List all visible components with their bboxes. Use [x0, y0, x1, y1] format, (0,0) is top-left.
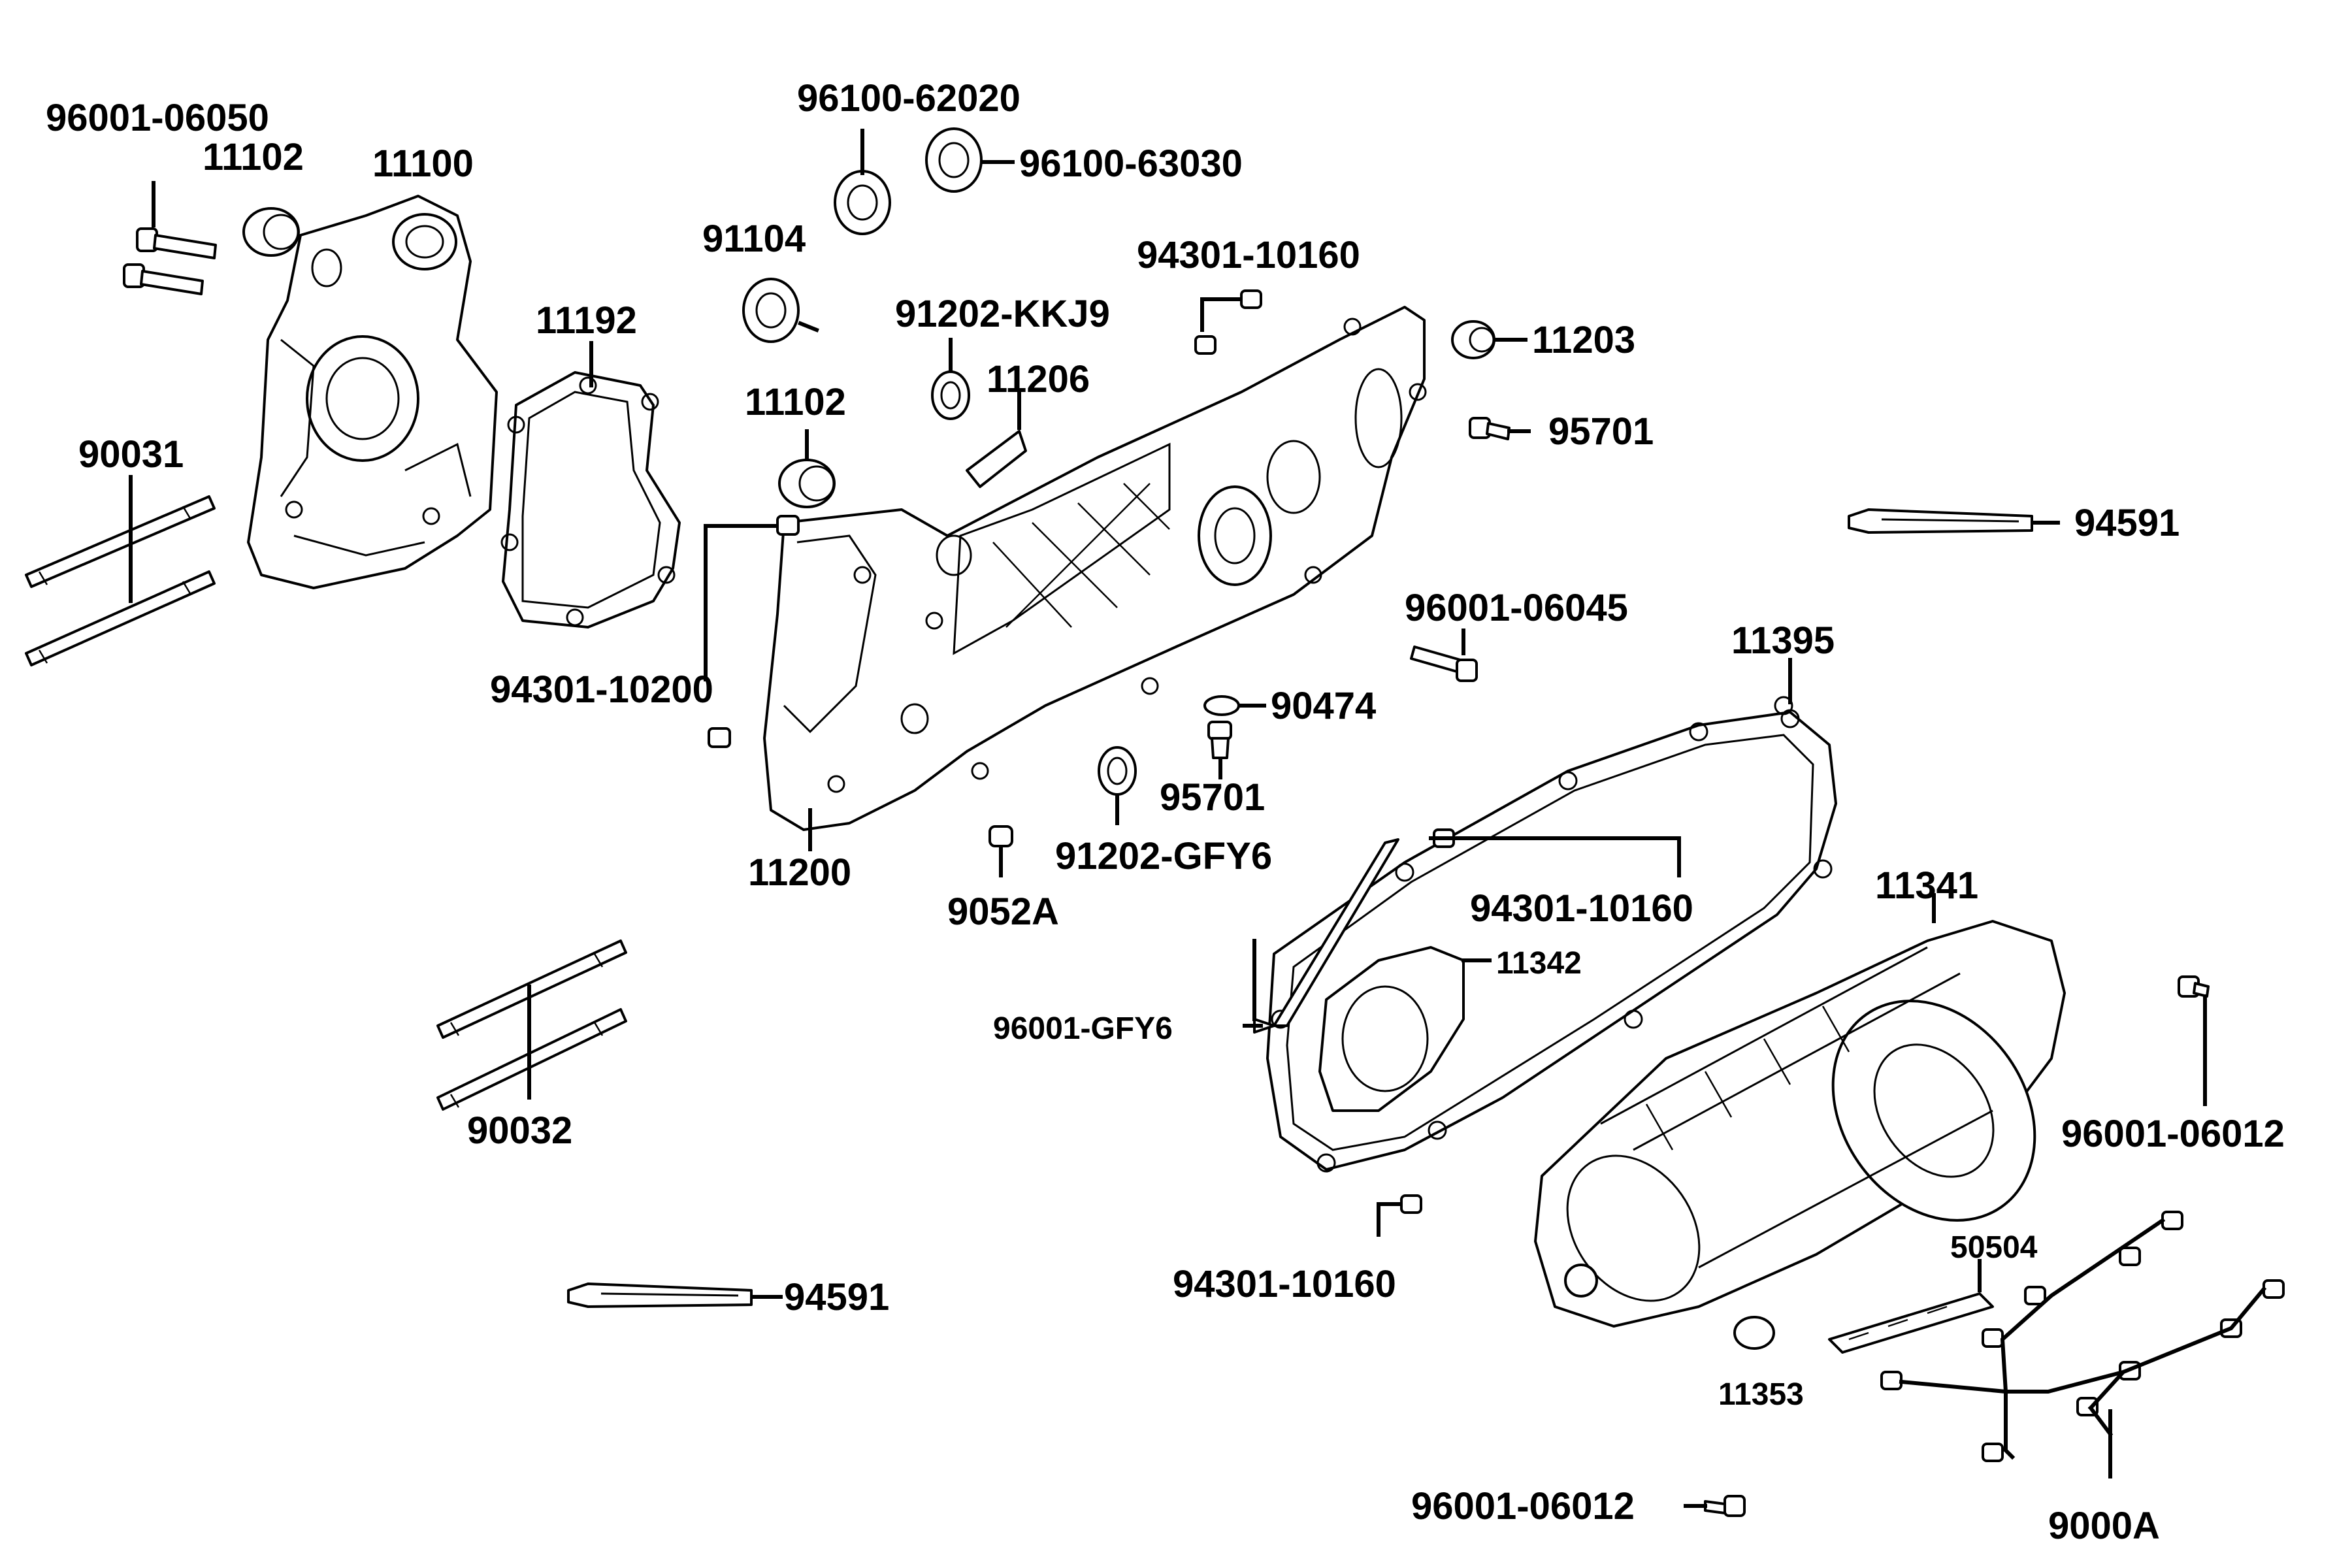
- bushing-11203: [1451, 320, 1527, 359]
- cover-plate-11342: [1318, 946, 1492, 1112]
- label-11206: 11206: [987, 358, 1090, 400]
- washer-90474: [1203, 695, 1266, 716]
- dowel-pin-94301-10160-middle: [1429, 828, 1681, 877]
- label-96100-62020: 96100-62020: [797, 77, 1021, 120]
- bolt-set-9000a: [1880, 1211, 2285, 1478]
- oil-seal-91202-gfy6: [1098, 746, 1137, 825]
- label-96001-06045: 96001-06045: [1405, 587, 1628, 629]
- bolt-96001-gfy6: [1243, 838, 1399, 1034]
- label-91202-kkj9: 91202-KKJ9: [895, 293, 1110, 335]
- label-94301-10200: 94301-10200: [490, 668, 713, 711]
- bolt-95701-lower: [1207, 721, 1232, 779]
- label-11102-center: 11102: [745, 381, 846, 423]
- label-94591-left: 94591: [784, 1276, 889, 1318]
- dowel-pin-94301-10200: [704, 515, 800, 748]
- stud-90031: [25, 475, 216, 666]
- label-11395: 11395: [1731, 619, 1835, 662]
- label-9000a: 9000A: [2048, 1505, 2160, 1547]
- label-11102-upper: 11102: [203, 136, 304, 178]
- bearing-96100-63030: [925, 127, 1015, 193]
- label-11353: 11353: [1718, 1377, 1804, 1412]
- label-11200: 11200: [748, 851, 851, 894]
- gasket-11192: [500, 341, 681, 629]
- bolt-96001-06012-right: [2178, 975, 2210, 1106]
- label-90474: 90474: [1271, 685, 1376, 727]
- label-11100: 11100: [372, 142, 474, 185]
- bracket-50504: [1828, 1259, 1994, 1354]
- label-9052a: 9052A: [947, 890, 1059, 933]
- oil-seal-91202-kkj9: [931, 338, 970, 420]
- bushing-11102-center: [778, 429, 836, 508]
- label-90031: 90031: [78, 433, 184, 476]
- label-90032: 90032: [467, 1109, 572, 1152]
- dowel-pin-94301-10160-top: [1194, 289, 1262, 355]
- label-94301-10160-lower: 94301-10160: [1173, 1263, 1396, 1305]
- label-96001-gfy6: 96001-GFY6: [993, 1011, 1173, 1046]
- bolt-96001-06045: [1410, 629, 1478, 682]
- label-50504: 50504: [1950, 1230, 2038, 1265]
- bearing-96100-62020: [834, 129, 891, 235]
- label-96001-06012-right: 96001-06012: [2061, 1113, 2285, 1155]
- transmission-cover-11341: [1534, 893, 2066, 1328]
- label-95701-top: 95701: [1548, 410, 1654, 453]
- bolt-94591-left: [567, 1282, 783, 1308]
- bolt-96001-06050: [123, 181, 217, 295]
- stud-90032: [436, 939, 627, 1111]
- label-11342: 11342: [1496, 946, 1582, 981]
- label-11192: 11192: [536, 299, 637, 342]
- label-96001-06012-bottom: 96001-06012: [1411, 1485, 1635, 1527]
- cap-11353: [1733, 1316, 1775, 1350]
- label-11341: 11341: [1875, 864, 1978, 907]
- label-91104: 91104: [702, 218, 806, 260]
- plate-11206: [966, 390, 1027, 488]
- crankcase-11200: [763, 306, 1427, 851]
- bushing-11102-upper: [242, 207, 300, 257]
- label-95701-lower: 95701: [1160, 776, 1265, 819]
- bearing-91104: [742, 278, 819, 343]
- label-91202-gfy6: 91202-GFY6: [1055, 835, 1272, 877]
- label-96001-06050: 96001-06050: [46, 97, 269, 139]
- bolt-94591-right: [1848, 508, 2060, 534]
- plug-9052a: [988, 825, 1013, 877]
- crankcase-cover-11100: [247, 195, 498, 589]
- label-96100-63030: 96100-63030: [1019, 142, 1243, 185]
- label-94301-10160-top: 94301-10160: [1137, 234, 1360, 276]
- bolt-95701-top: [1469, 417, 1531, 440]
- label-94301-10160-middle: 94301-10160: [1470, 887, 1693, 930]
- dowel-pin-94301-10160-lower: [1377, 1194, 1422, 1237]
- bolt-96001-06012-bottom: [1684, 1495, 1746, 1517]
- label-11203: 11203: [1532, 319, 1635, 361]
- label-94591-right: 94591: [2074, 502, 2180, 544]
